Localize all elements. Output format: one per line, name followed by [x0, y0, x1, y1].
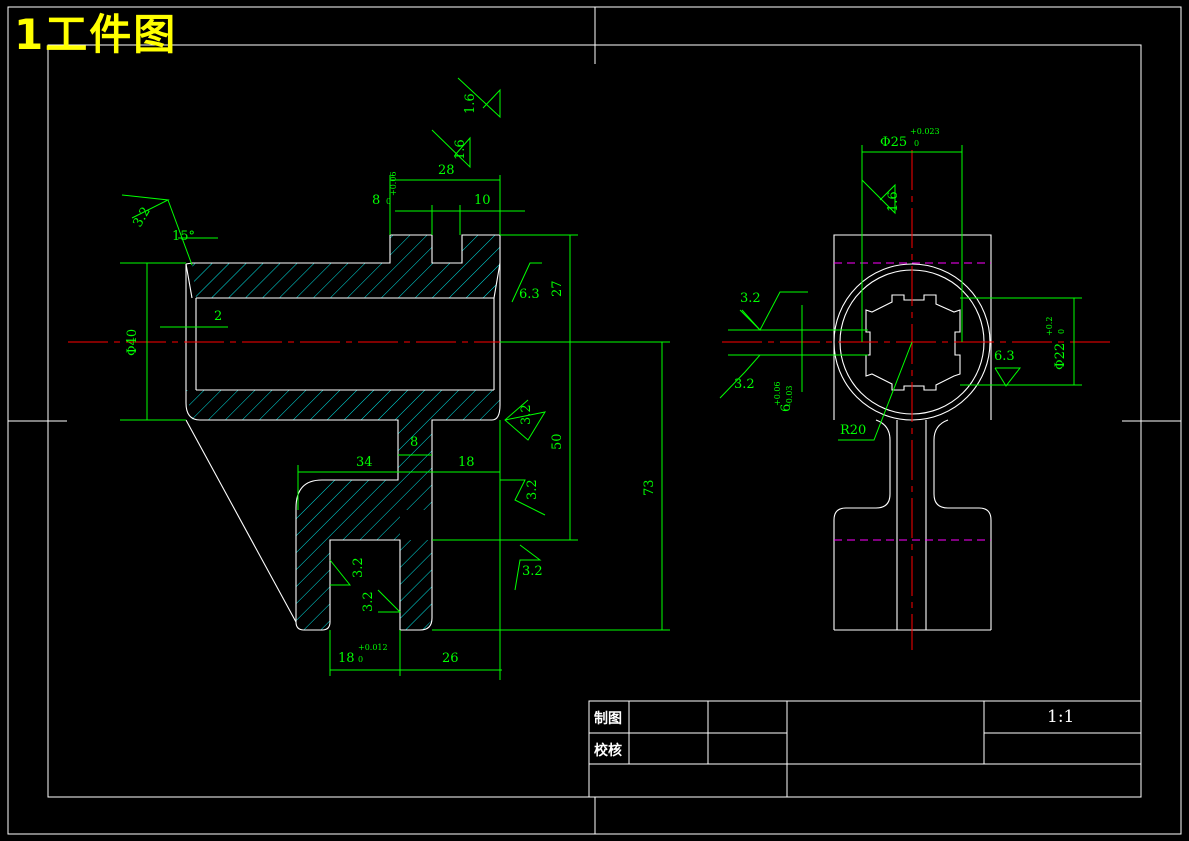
dim-15deg: 15°	[172, 229, 195, 244]
roughness-slot-b: 3.2	[361, 591, 376, 612]
roughness-right: 3.2	[519, 404, 534, 425]
side-hidden-lines	[834, 262, 991, 541]
roughness-6-3: 6.3	[519, 287, 540, 302]
roughness-slot: 1.6	[453, 139, 468, 160]
dim-73: 73	[642, 479, 657, 496]
dim-phi40: Φ40	[125, 329, 140, 356]
dim-50: 50	[550, 433, 565, 450]
dim-8-tol-lower: 0	[386, 197, 391, 206]
dim-8-slot: 8	[372, 193, 380, 208]
dim-6: 6	[779, 404, 794, 412]
dim-6-tol-lower: -0.03	[785, 385, 794, 406]
dim-34: 34	[356, 455, 373, 470]
title-block-scale: 1:1	[1047, 707, 1074, 727]
roughness-arm: 3.2	[525, 479, 540, 500]
page-title: 1工件图	[14, 10, 178, 59]
title-block-checked-label: 校核	[594, 742, 622, 759]
dim-phi22: Φ22	[1053, 343, 1068, 370]
roughness-slot-a: 3.2	[351, 557, 366, 578]
dim-phi25: Φ25	[880, 135, 907, 150]
title-block: 制图 校核 1:1	[588, 700, 1142, 798]
side-dimension-lines	[719, 145, 1082, 441]
dim-18: 18	[458, 455, 475, 470]
dim-r20: R20	[840, 423, 866, 438]
dim-18-tol-lower: 0	[358, 655, 363, 664]
side-dimension-texts: Φ25 +0.023 0 1.6 3.2 3.2 6 +0.06 -0.03 R…	[734, 127, 1068, 438]
dim-2: 2	[214, 309, 222, 324]
dim-18-bottom: 18	[338, 651, 355, 666]
roughness-side-6-3: 6.3	[994, 349, 1015, 364]
dim-phi22-tol-lower: 0	[1057, 329, 1066, 334]
dim-27: 27	[550, 280, 565, 297]
roughness-top: 1.6	[463, 93, 478, 114]
dim-8-tol-upper: +0.06	[389, 171, 398, 196]
section-hatching	[186, 235, 500, 630]
roughness-side-lower: 3.2	[734, 377, 755, 392]
dim-phi25-tol-lower: 0	[914, 139, 919, 148]
front-dimension-texts: Φ40 2 15° 3.2 8 +0.06 0 28 10 1.6 1.6 6.…	[125, 93, 657, 666]
dim-26: 26	[442, 651, 459, 666]
front-view-outline	[185, 234, 501, 631]
roughness-side-upper: 3.2	[740, 291, 761, 306]
dim-6-tol-upper: +0.06	[773, 381, 782, 406]
roughness-side-1-6: 1.6	[886, 191, 901, 212]
dim-10: 10	[474, 193, 491, 208]
roughness-bottom: 3.2	[522, 564, 543, 579]
dim-phi25-tol-upper: +0.023	[910, 127, 940, 136]
side-view: Φ25 +0.023 0 1.6 3.2 3.2 6 +0.06 -0.03 R…	[719, 127, 1112, 650]
front-view: Φ40 2 15° 3.2 8 +0.06 0 28 10 1.6 1.6 6.…	[68, 77, 670, 680]
dim-phi22-tol-upper: +0.2	[1045, 317, 1054, 336]
dim-18-tol-upper: +0.012	[358, 643, 388, 652]
title-block-drawn-label: 制图	[594, 710, 622, 727]
dim-28: 28	[438, 163, 455, 178]
front-dimension-lines	[120, 77, 670, 680]
dim-8-arm: 8	[410, 435, 418, 450]
side-centerlines	[722, 150, 1112, 650]
